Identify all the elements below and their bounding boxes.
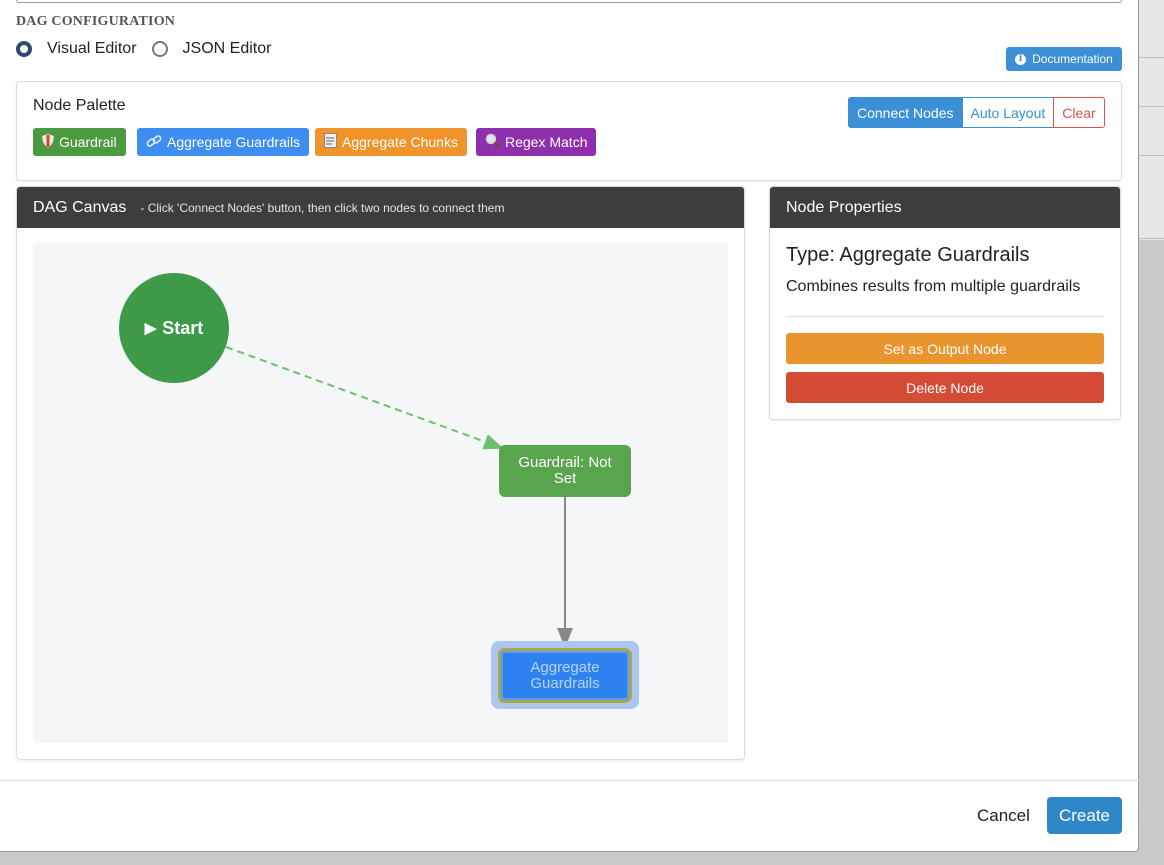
radio-unchecked-icon[interactable]	[151, 41, 168, 57]
node-aggregate-label: Aggregate Guardrails	[530, 658, 600, 692]
canvas-action-buttons: Connect Nodes Auto Layout Clear	[848, 97, 1105, 128]
palette-item-label: Guardrail	[59, 134, 117, 150]
shield-icon	[42, 133, 54, 151]
visual-editor-label: Visual Editor	[47, 40, 137, 57]
background-overlay-strip	[1139, 0, 1164, 240]
visual-editor-radio[interactable]: Visual Editor	[16, 40, 137, 58]
node-properties-panel: Node Properties Type: Aggregate Guardrai…	[769, 186, 1121, 420]
radio-checked-icon[interactable]	[16, 41, 32, 57]
auto-layout-button[interactable]: Auto Layout	[961, 97, 1055, 128]
palette-item-aggregate-chunks[interactable]: Aggregate Chunks	[315, 128, 467, 156]
node-description: Combines results from multiple guardrail…	[786, 278, 1081, 295]
node-type-heading: Type: Aggregate Guardrails	[786, 244, 1030, 266]
link-icon	[146, 134, 162, 151]
dag-canvas-header: DAG Canvas - Click 'Connect Nodes' butto…	[17, 187, 744, 228]
connect-nodes-button[interactable]: Connect Nodes	[848, 97, 963, 128]
edge-start-to-guardrail[interactable]	[225, 346, 504, 450]
documentation-label: Documentation	[1032, 52, 1113, 66]
node-properties-header: Node Properties	[770, 187, 1120, 228]
dag-canvas[interactable]: ▶ Start Guardrail: Not Set Aggregate Gua…	[33, 243, 728, 743]
node-aggregate-guardrails[interactable]: Aggregate Guardrails	[498, 648, 632, 703]
json-editor-label: JSON Editor	[182, 40, 272, 57]
play-icon: ▶	[144, 320, 157, 337]
dag-canvas-hint: - Click 'Connect Nodes' button, then cli…	[140, 200, 505, 215]
palette-title: Node Palette	[33, 97, 126, 114]
node-palette: Node Palette Guardrail Aggregate Guardra…	[16, 81, 1122, 181]
clear-button[interactable]: Clear	[1053, 97, 1105, 128]
info-icon: i	[1015, 53, 1027, 65]
delete-node-button[interactable]: Delete Node	[786, 372, 1104, 403]
create-modal: DAG CONFIGURATION Visual Editor JSON Edi…	[0, 0, 1139, 852]
divider	[786, 316, 1104, 317]
section-title: DAG CONFIGURATION	[16, 14, 176, 29]
set-output-node-button[interactable]: Set as Output Node	[786, 333, 1104, 364]
palette-item-regex-match[interactable]: Regex Match	[476, 128, 597, 156]
palette-item-aggregate-guardrails[interactable]: Aggregate Guardrails	[137, 128, 310, 156]
edges-layer	[225, 346, 573, 648]
node-properties-body: Type: Aggregate Guardrails Combines resu…	[770, 228, 1120, 419]
node-start[interactable]: ▶ Start	[119, 273, 229, 383]
node-guardrail[interactable]: Guardrail: Not Set	[499, 445, 631, 497]
json-editor-radio[interactable]: JSON Editor	[151, 40, 272, 58]
footer-divider	[0, 780, 1139, 781]
documentation-button[interactable]: i Documentation	[1006, 47, 1122, 71]
previous-field-edge[interactable]	[16, 0, 1122, 3]
node-guardrail-label: Guardrail: Not Set	[518, 454, 612, 487]
editor-mode-group: Visual Editor JSON Editor	[16, 40, 286, 58]
magnifier-icon	[485, 133, 500, 151]
node-start-label: Start	[162, 317, 204, 338]
create-button[interactable]: Create	[1047, 797, 1122, 834]
palette-item-guardrail[interactable]: Guardrail	[33, 128, 126, 156]
dag-canvas-panel: DAG Canvas - Click 'Connect Nodes' butto…	[16, 186, 745, 760]
document-icon	[324, 133, 337, 151]
palette-item-label: Regex Match	[505, 134, 588, 150]
node-properties-title: Node Properties	[786, 198, 902, 216]
cancel-button[interactable]: Cancel	[977, 806, 1030, 825]
dag-canvas-title: DAG Canvas	[33, 198, 127, 216]
palette-item-label: Aggregate Guardrails	[167, 134, 301, 150]
palette-item-label: Aggregate Chunks	[342, 134, 458, 150]
